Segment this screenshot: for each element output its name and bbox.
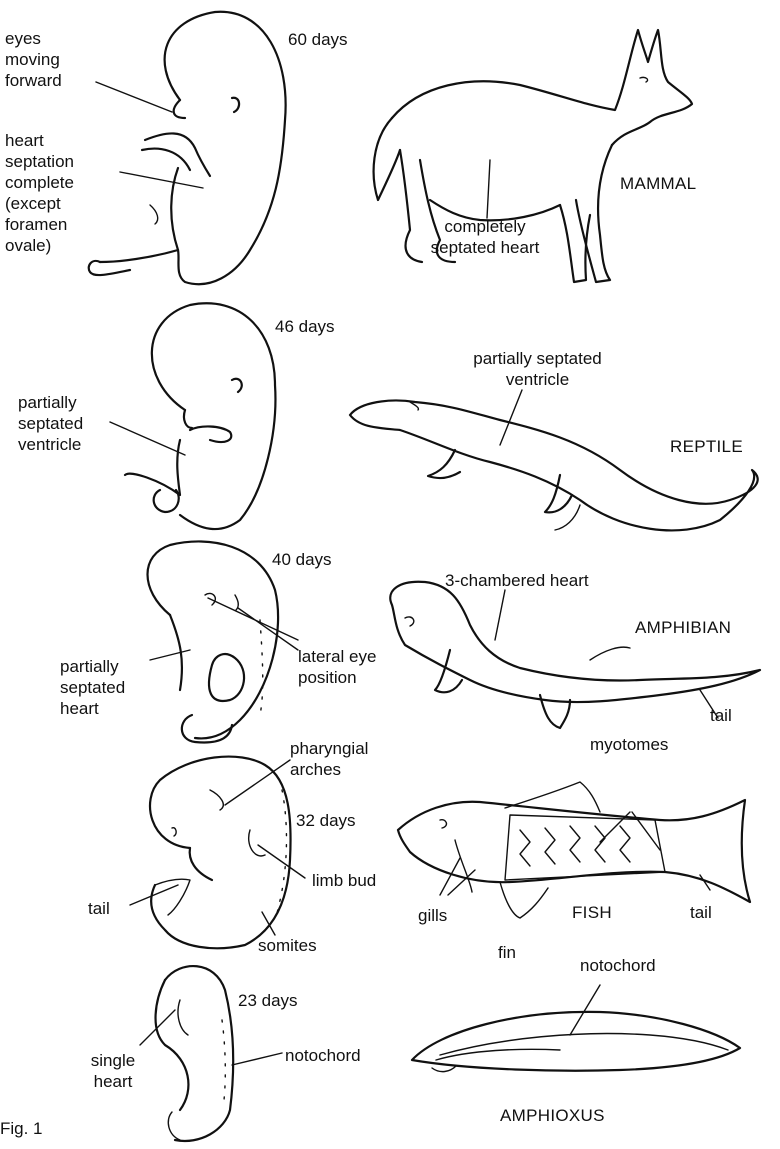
limb-bud-pointer xyxy=(258,845,305,878)
partially-septated-ventricle-reptile-pointer xyxy=(500,390,522,445)
label-somites: somites xyxy=(258,935,317,956)
label-fish-tail: tail xyxy=(690,902,712,923)
embryo-46-days-drawing xyxy=(125,303,275,529)
lateral-eye-position-pointer-b xyxy=(238,608,298,650)
label-completely-septated-heart: completely septated heart xyxy=(430,216,540,258)
figure-caption: Fig. 1 xyxy=(0,1118,43,1139)
age-46-days: 46 days xyxy=(275,316,335,337)
single-heart-pointer xyxy=(140,1010,175,1045)
label-notochord-embryo: notochord xyxy=(285,1045,361,1066)
label-fin: fin xyxy=(498,942,516,963)
amphioxus-drawing xyxy=(412,1012,740,1072)
completely-septated-heart-pointer xyxy=(487,160,490,218)
age-23-days: 23 days xyxy=(238,990,298,1011)
eyes-moving-forward-pointer xyxy=(96,82,172,112)
label-notochord-amphioxus: notochord xyxy=(580,955,656,976)
three-chambered-heart-pointer xyxy=(495,590,505,640)
label-pharyngial-arches: pharyngial arches xyxy=(290,738,380,780)
partially-septated-heart-embryo-pointer xyxy=(150,650,190,660)
reptile-drawing xyxy=(350,401,758,531)
age-40-days: 40 days xyxy=(272,549,332,570)
label-amphibian-tail: tail xyxy=(710,705,732,726)
label-partially-septated-ventricle-embryo: partially septated ventricle xyxy=(18,392,108,455)
label-myotomes: myotomes xyxy=(590,734,668,755)
age-32-days: 32 days xyxy=(296,810,356,831)
label-eyes-moving-forward: eyes moving forward xyxy=(5,28,85,91)
label-partially-septated-ventricle-reptile: partially septated ventricle xyxy=(450,348,625,390)
age-60-days: 60 days xyxy=(288,29,348,50)
heart-septation-pointer xyxy=(120,172,203,188)
label-limb-bud: limb bud xyxy=(312,870,376,891)
label-single-heart: single heart xyxy=(80,1050,146,1092)
notochord-embryo-pointer xyxy=(232,1053,282,1065)
label-lateral-eye-position: lateral eye position xyxy=(298,646,413,688)
label-partially-septated-heart-embryo: partially septated heart xyxy=(60,656,150,719)
notochord-amphioxus-pointer xyxy=(570,985,600,1035)
mammal-name: MAMMAL xyxy=(620,173,696,194)
label-heart-septation-complete: heart septation complete (except foramen… xyxy=(5,130,100,256)
label-three-chambered-heart: 3-chambered heart xyxy=(445,570,589,591)
partially-septated-ventricle-embryo-pointer xyxy=(110,422,185,455)
fish-name: FISH xyxy=(572,902,612,923)
label-gills: gills xyxy=(418,905,447,926)
fish-drawing xyxy=(398,782,750,918)
embryo-23-days-drawing xyxy=(156,966,234,1141)
reptile-name: REPTILE xyxy=(670,436,743,457)
amphibian-name: AMPHIBIAN xyxy=(635,617,731,638)
embryo-40-days-drawing xyxy=(148,541,279,742)
embryo-60-days-drawing xyxy=(89,12,286,284)
amphibian-drawing xyxy=(390,582,760,728)
amphioxus-name: AMPHIOXUS xyxy=(500,1105,605,1126)
label-embryo-tail: tail xyxy=(88,898,110,919)
